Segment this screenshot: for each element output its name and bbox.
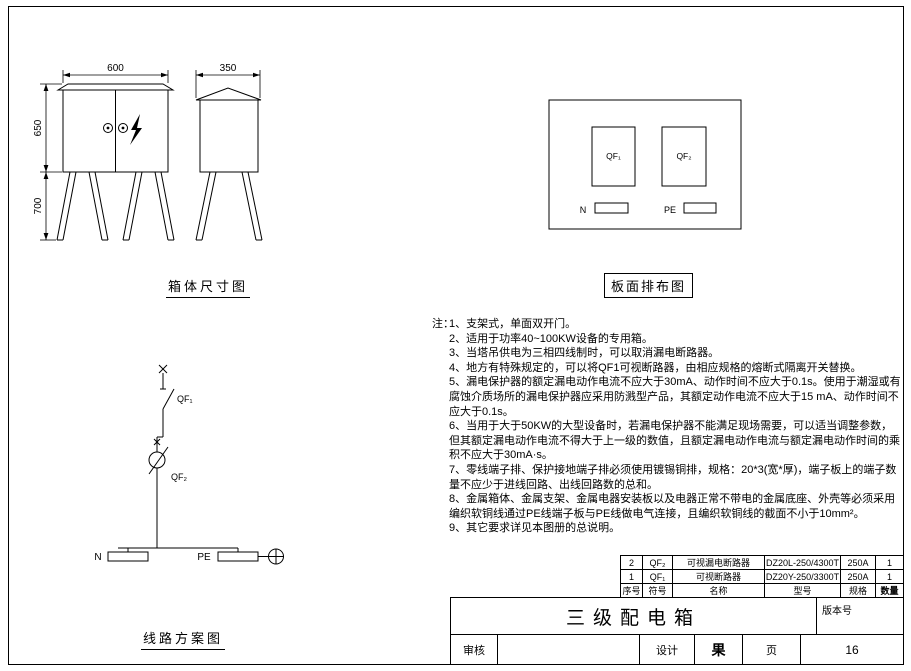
note-item: 7、零线端子排、保护接地端子排必须使用镀锡铜排，规格：20*3(宽*厚)，端子板… [449, 463, 897, 491]
parts-row-symbol: QF₂ [643, 556, 673, 570]
parts-header-symbol: 符号 [643, 584, 673, 598]
breaker-qf2-box [661, 126, 707, 187]
panel-n-label: N [580, 205, 587, 215]
sheet-title: 三级配电箱 [451, 598, 817, 634]
parts-header-spec: 规格 [841, 584, 876, 598]
circuit-pe-label: PE [197, 552, 211, 563]
parts-row-name: 可视漏电断路器 [673, 556, 765, 570]
dim-350-text: 350 [220, 63, 237, 74]
review-signature-cell [498, 635, 640, 664]
dim-650-text: 650 [33, 119, 44, 136]
parts-row-symbol: QF₁ [643, 570, 673, 584]
circuit-neutral-bar [107, 551, 149, 562]
circuit-qf1-label: QF₁ [177, 394, 193, 404]
parts-row-qty: 1 [876, 556, 904, 570]
parts-table: 2 QF₂ 可视漏电断路器 DZ20L-250/4300T 250A 1 1 Q… [620, 555, 904, 598]
panel-neutral-bar [594, 202, 629, 214]
notes-section: 注： 1、支架式，单面双开门。 2、适用于功率40~100KW设备的专用箱。 3… [432, 317, 902, 536]
parts-row-seq: 1 [621, 570, 643, 584]
parts-row-spec: 250A [841, 570, 876, 584]
breaker-qf1-box [591, 126, 636, 187]
parts-row-qty: 1 [876, 570, 904, 584]
circuit-n-label: N [94, 552, 101, 563]
page-label: 页 [743, 635, 801, 664]
panel-qf2-label: QF₂ [676, 151, 691, 161]
note-item: 5、漏电保护器的额定漏电动作电流不应大于30mA、动作时间不应大于0.1s。使用… [449, 376, 901, 418]
parts-row-model: DZ20L-250/4300T [765, 556, 841, 570]
panel-layout-title: 板面排布图 [604, 273, 694, 298]
review-label: 审核 [451, 635, 498, 664]
circuit-diagram-title: 线路方案图 [141, 628, 226, 650]
cabinet-front-view [56, 83, 175, 241]
terminal-cross-icon [158, 364, 168, 374]
earth-symbol [258, 548, 284, 565]
note-item: 2、适用于功率40~100KW设备的专用箱。 [449, 332, 653, 345]
parts-header-model: 型号 [765, 584, 841, 598]
panel-pe-bar [683, 202, 717, 214]
design-label: 设计 [640, 635, 695, 664]
circuit-diagram: QF₁ QF₂ N PE [94, 364, 284, 565]
door-lock-icon [103, 123, 113, 133]
title-block-bottom-row: 审核 设计 果 页 16 [450, 634, 904, 665]
door-lock-icon [118, 123, 128, 133]
dim-350: 350 [195, 63, 261, 98]
leakage-breaker-qf2-symbol [148, 437, 169, 548]
version-label: 版本号 [822, 606, 852, 617]
parts-row-spec: 250A [841, 556, 876, 570]
panel-outline [548, 99, 742, 230]
note-item: 6、当用于大于50KW的大型设备时，若漏电保护器不能满足现场需要，可以适当调整参… [449, 420, 900, 462]
circuit-pe-bar [217, 551, 259, 562]
note-item: 9、其它要求详见本图册的总说明。 [449, 522, 621, 535]
dim-700-text: 700 [33, 197, 44, 214]
panel-qf1-label: QF₁ [606, 151, 621, 161]
parts-row-model: DZ20Y-250/3300T [765, 570, 841, 584]
parts-row-seq: 2 [621, 556, 643, 570]
title-block: 三级配电箱 版本号 [450, 597, 904, 635]
note-item: 4、地方有特殊规定的，可以将QF1可视断路器，由相应规格的熔断式隔离开关替换。 [449, 361, 862, 374]
parts-header-seq: 序号 [621, 584, 643, 598]
notes-label: 注： [432, 318, 454, 330]
panel-pe-label: PE [664, 205, 676, 215]
breaker-qf1-symbol [160, 388, 175, 410]
parts-header-name: 名称 [673, 584, 765, 598]
note-item: 1、支架式，单面双开门。 [449, 318, 577, 330]
panel-layout-diagram: QF₁ QF₂ N PE [548, 99, 742, 230]
dim-600-text: 600 [107, 63, 124, 74]
note-item: 8、金属箱体、金属支架、金属电器安装板以及电器正常不带电的金属底座、外壳等必须采… [449, 493, 896, 520]
cabinet-drawing-title: 箱体尺寸图 [166, 276, 251, 298]
parts-header-qty: 数量 [876, 584, 904, 598]
dim-650-700: 650 700 [33, 83, 62, 241]
designer-signature: 果 [695, 635, 743, 664]
cabinet-dimension-drawing: 600 350 650 700 [33, 63, 263, 241]
cabinet-side-view [195, 87, 263, 241]
note-item: 3、当塔吊供电为三相四线制时，可以取消漏电断路器。 [449, 347, 720, 360]
circuit-qf2-label: QF₂ [171, 472, 187, 482]
parts-row-name: 可视断路器 [673, 570, 765, 584]
page-number: 16 [845, 642, 859, 657]
lightning-icon [130, 114, 142, 145]
dim-600: 600 [62, 63, 169, 83]
